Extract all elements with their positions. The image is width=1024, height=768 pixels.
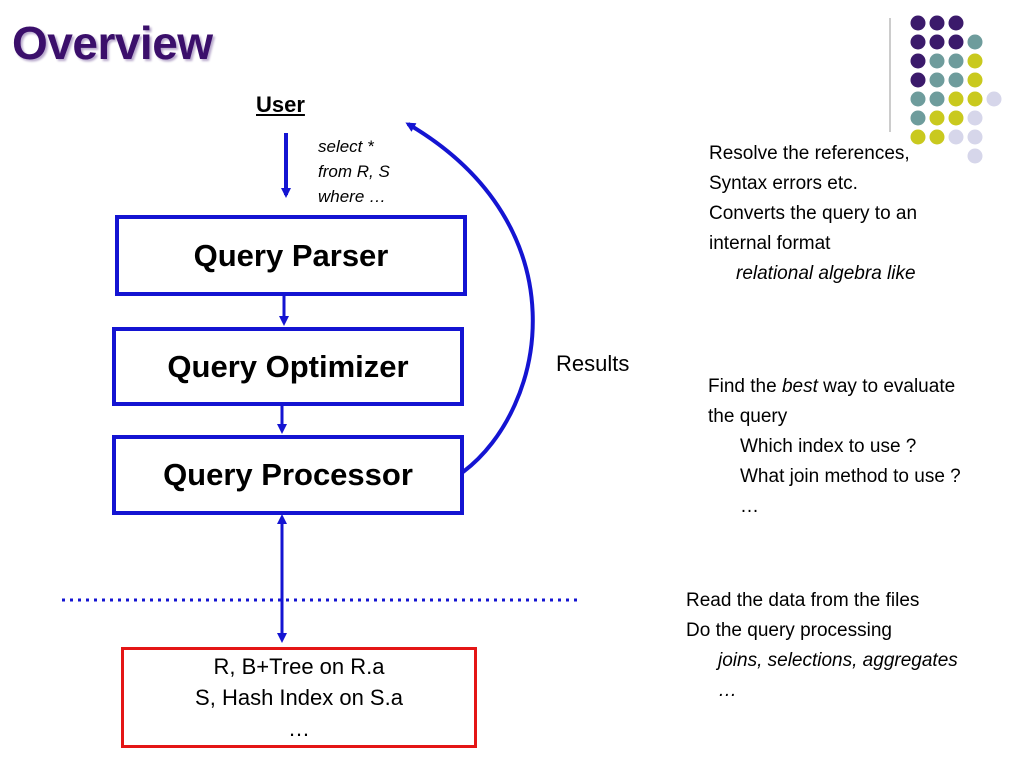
query-optimizer-label: Query Optimizer (167, 348, 409, 384)
decorative-dot-pattern (889, 15, 1002, 164)
note-line: Read the data from the files (686, 590, 920, 611)
note-emphasis: best (781, 376, 818, 397)
note-subline: joins, selections, aggregates (718, 650, 958, 671)
optimizer-note: Find the best way to evaluate the query … (708, 372, 961, 522)
decorative-dot (948, 53, 964, 69)
results-arrow (405, 122, 535, 474)
decorative-dot (967, 129, 983, 145)
decorative-dot (929, 72, 945, 88)
query-processor-label: Query Processor (163, 457, 413, 492)
decorative-dot (948, 129, 964, 145)
decorative-dot (967, 34, 983, 50)
decorative-dot (948, 72, 964, 88)
slide-title: Overview (12, 17, 213, 69)
decorative-dot (986, 91, 1002, 107)
note-line: Resolve the references, (709, 143, 910, 164)
decorative-dot (929, 110, 945, 126)
decorative-dot (948, 91, 964, 107)
decorative-dot (967, 91, 983, 107)
storage-line: … (288, 716, 310, 741)
decorative-dot (910, 53, 926, 69)
decorative-dot (910, 34, 926, 50)
processor-note: Read the data from the files Do the quer… (686, 586, 958, 706)
note-subline: … (718, 680, 737, 701)
query-line: select * (318, 137, 374, 156)
decorative-dot (910, 91, 926, 107)
note-line: Syntax errors etc. (709, 173, 858, 194)
decorative-dot (929, 91, 945, 107)
storage-line: S, Hash Index on S.a (195, 685, 403, 710)
query-parser-label: Query Parser (193, 237, 389, 273)
note-text: Find the (708, 376, 782, 397)
decorative-dot (910, 72, 926, 88)
note-subline: … (740, 496, 759, 517)
query-line: where … (318, 187, 387, 206)
parser-note: Resolve the references, Syntax errors et… (709, 139, 917, 289)
storage-line: R, B+Tree on R.a (213, 654, 385, 679)
decorative-dot (929, 53, 945, 69)
decorative-dot (929, 129, 945, 145)
decorative-dot (948, 110, 964, 126)
decorative-dot (929, 15, 945, 31)
note-line: internal format (709, 233, 831, 254)
decorative-dot (910, 15, 926, 31)
note-line: Converts the query to an (709, 203, 918, 224)
sql-query-text: select * from R, S where … (318, 134, 390, 209)
note-subline: Which index to use ? (740, 436, 917, 457)
decorative-dot (948, 34, 964, 50)
note-line: the query (708, 406, 788, 427)
query-line: from R, S (318, 162, 390, 181)
note-line: Do the query processing (686, 620, 892, 641)
note-line: Find the best way to evaluate (708, 372, 961, 402)
storage-box: R, B+Tree on R.a S, Hash Index on S.a … (121, 647, 477, 748)
results-label: Results (556, 351, 630, 376)
query-parser-box: Query Parser (115, 215, 467, 296)
note-subline: What join method to use ? (740, 466, 961, 487)
user-label: User (256, 92, 305, 117)
note-text: way to evaluate (817, 376, 956, 397)
decorative-dot (967, 53, 983, 69)
decorative-dot (910, 110, 926, 126)
decorative-dot (967, 110, 983, 126)
decorative-dot (929, 34, 945, 50)
note-subline: relational algebra like (736, 263, 916, 284)
query-optimizer-box: Query Optimizer (112, 327, 464, 406)
decorative-dot (948, 15, 964, 31)
query-processor-box: Query Processor (112, 435, 464, 515)
decorative-dot (967, 72, 983, 88)
decorative-dot (910, 129, 926, 145)
decorative-dot (967, 148, 983, 164)
